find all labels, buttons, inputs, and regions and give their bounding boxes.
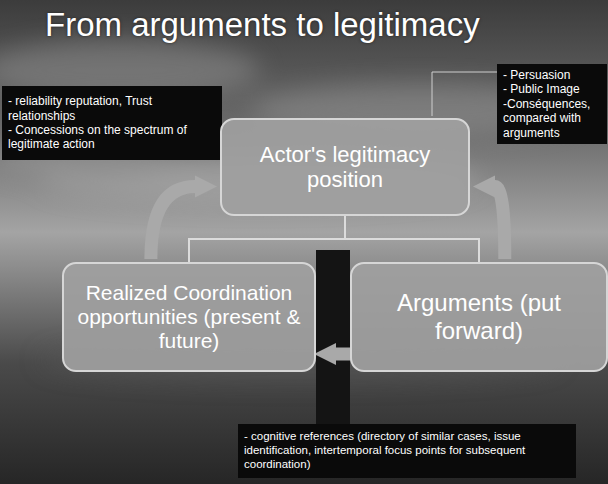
box-label: Realized Coordination opportunities (pre… — [72, 281, 306, 353]
note-text: -Conséquences, compared with arguments — [503, 97, 601, 140]
tree-connector — [345, 216, 479, 262]
note-text: - Public Image — [503, 82, 601, 96]
note-text: - cognitive references (directory of sim… — [244, 430, 570, 471]
process-box: Realized Coordination opportunities (pre… — [62, 262, 316, 372]
process-box: Arguments (put forward) — [350, 262, 608, 372]
block-arrow — [495, 187, 505, 259]
note-box: - cognitive references (directory of sim… — [238, 424, 576, 478]
leader-line — [432, 72, 497, 116]
block-arrow — [151, 187, 195, 259]
process-box: Actor's legitimacy position — [220, 118, 470, 216]
note-box: - reliability reputation, Trust relation… — [2, 86, 222, 160]
dark-band — [316, 250, 350, 425]
note-text: - Concessions on the spectrum of legitim… — [8, 123, 216, 152]
note-text: - Persuasion — [503, 68, 601, 82]
box-label: Actor's legitimacy position — [230, 142, 460, 193]
diagram-title: From arguments to legitimacy — [45, 6, 480, 44]
note-box: - Persuasion- Public Image-Conséquences,… — [497, 64, 607, 144]
note-text: - reliability reputation, Trust relation… — [8, 94, 216, 123]
tree-connector — [189, 216, 345, 262]
box-label: Arguments (put forward) — [360, 289, 598, 344]
